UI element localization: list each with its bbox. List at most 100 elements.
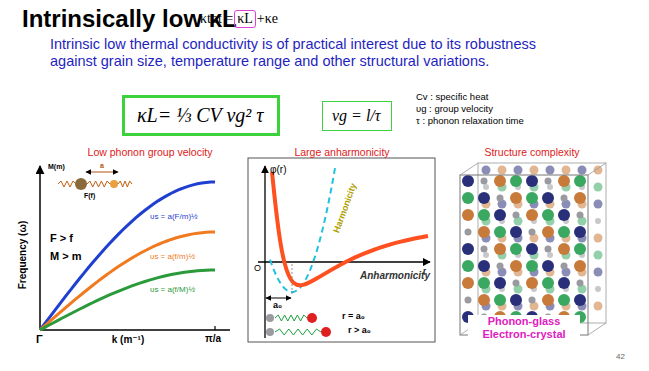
figure-stroke <box>462 175 474 187</box>
figure-stroke <box>510 192 522 204</box>
definition: Cv : specific heat <box>416 92 488 103</box>
figure-stroke <box>546 166 555 175</box>
figure-stroke <box>86 172 118 173</box>
figure-stroke <box>594 302 603 311</box>
axis-title: k (m⁻¹) <box>112 334 145 346</box>
page-number: 42 <box>616 352 625 361</box>
figure-stroke <box>514 166 523 175</box>
condition-text: F > f <box>50 232 73 245</box>
figure-stroke <box>292 264 293 296</box>
figure-stroke <box>547 252 553 258</box>
figure-stroke <box>578 166 587 175</box>
panel-heading: Large anharmonicity <box>294 146 389 158</box>
figure-stroke <box>588 323 606 335</box>
figure-stroke <box>483 184 489 190</box>
figure-stroke <box>58 181 76 187</box>
figure-stroke <box>494 209 506 221</box>
figure-stroke <box>510 260 522 272</box>
figure-stroke <box>526 192 538 204</box>
concept-label: Phonon-glass Electron-crystal <box>468 315 580 340</box>
potential-plot <box>248 158 435 342</box>
figure-stroke <box>558 243 570 255</box>
figure-stroke <box>275 329 321 335</box>
figure-stroke <box>574 243 586 255</box>
state-label: r = a₀ <box>342 311 365 321</box>
figure-stroke <box>266 298 291 299</box>
figure-stroke <box>494 294 506 306</box>
figure-stroke <box>595 218 601 224</box>
figure-stroke <box>87 181 110 187</box>
figure-stroke <box>118 181 132 187</box>
figure-stroke <box>478 192 490 204</box>
highlight-box: κL <box>234 10 256 28</box>
figure-stroke <box>577 212 584 219</box>
definition: υg : group velocity <box>416 104 493 115</box>
figure-stroke <box>266 314 274 322</box>
figure-stroke <box>465 297 472 304</box>
figure-stroke <box>542 260 554 272</box>
curve-label: Anharmonicity <box>360 270 430 282</box>
figure-stroke <box>462 277 474 289</box>
figure-stroke <box>574 192 586 204</box>
figure-stroke <box>462 209 474 221</box>
figure-stroke <box>595 286 601 292</box>
figure-stroke <box>266 313 331 337</box>
figure-stroke <box>39 166 41 330</box>
distance-label: a₀ <box>273 300 282 310</box>
figure-stroke <box>481 246 488 253</box>
figure-stroke <box>526 243 538 255</box>
axis-title: Frequency (ω) <box>17 221 29 289</box>
figure-stroke <box>558 294 570 306</box>
formula-box: κL= ⅓ CV vg² τ <box>122 95 280 136</box>
dispersion-curve <box>40 270 215 330</box>
figure-stroke <box>266 328 274 336</box>
figure-stroke <box>465 229 472 236</box>
figure-stroke <box>494 226 506 238</box>
figure-stroke <box>494 243 506 255</box>
figure-stroke <box>40 329 230 331</box>
figure-stroke <box>481 178 488 185</box>
figure-stroke <box>574 294 586 306</box>
figure-stroke <box>497 195 504 202</box>
panel-heading: Low phonon group velocity <box>88 146 213 158</box>
figure-stroke <box>510 294 522 306</box>
formula-text: vg = l/τ <box>332 107 381 124</box>
figure-stroke <box>462 192 474 204</box>
figure-stroke <box>58 178 132 190</box>
figure-stroke <box>558 277 570 289</box>
dispersion-plot <box>40 166 230 330</box>
figure-stroke <box>594 251 603 260</box>
mass-label: M(m) <box>48 163 65 171</box>
figure-stroke <box>513 280 520 287</box>
figure-stroke <box>542 209 554 221</box>
figure-stroke <box>577 280 584 287</box>
force-label: F(f) <box>84 192 95 200</box>
figure-stroke <box>510 226 522 238</box>
curve-equation: υs = a(F/m)½ <box>150 212 198 221</box>
formula-line: κtot =κL+κe <box>200 10 278 28</box>
spacing-label: a <box>100 162 104 170</box>
figure-stroke <box>558 175 570 187</box>
figure-stroke <box>498 166 507 175</box>
figure-stroke <box>574 175 586 187</box>
figure-stroke <box>542 192 554 204</box>
figure-stroke <box>542 277 554 289</box>
figure-stroke <box>510 243 522 255</box>
axis-title: φ(r) <box>270 164 286 176</box>
axis-tick: Γ <box>36 333 43 346</box>
figure-stroke <box>530 166 539 175</box>
figure-stroke <box>40 182 215 330</box>
state-label: r > a₀ <box>348 325 371 335</box>
figure-stroke <box>545 246 552 253</box>
figure-stroke <box>594 200 603 209</box>
figure-stroke <box>588 163 606 175</box>
axis-tick: π/a <box>205 333 221 345</box>
origin-label: O <box>254 263 261 273</box>
description-text: Intrinsic low thermal conductivity is of… <box>50 36 565 71</box>
curve-equation: υs = a(f/m)½ <box>150 252 195 261</box>
formula-text: κtot = <box>200 11 233 27</box>
formula-box: vg = l/τ <box>322 101 392 131</box>
figure-stroke <box>214 326 215 330</box>
figure-stroke <box>594 234 603 243</box>
